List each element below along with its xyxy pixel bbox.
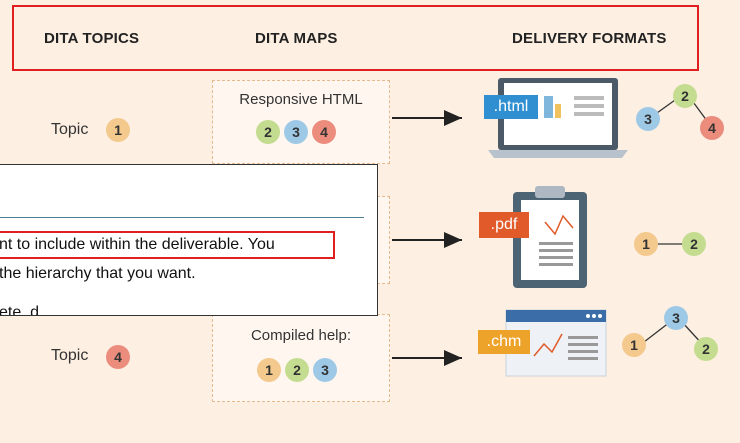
popup-divider — [0, 217, 364, 218]
topic-label: Topic — [51, 121, 89, 138]
tree-node: 4 — [700, 116, 724, 140]
popup-text-line: ete. d — [0, 304, 40, 316]
map-number-badge: 4 — [312, 120, 336, 144]
arrows — [392, 110, 462, 366]
map-compiled-help: Compiled help: 1 2 3 — [212, 314, 390, 402]
header-highlight-box — [12, 5, 699, 71]
html-badge: .html — [484, 95, 538, 119]
popup-text-line: nt to include within the deliverable. Yo… — [0, 236, 275, 253]
header-delivery-formats: DELIVERY FORMATS — [512, 30, 667, 47]
tree-node: 1 — [622, 333, 646, 357]
map-number-badge: 3 — [313, 358, 337, 382]
popup-text-line: the hierarchy that you want. — [0, 265, 196, 282]
tree-node: 1 — [634, 232, 658, 256]
header-dita-maps: DITA MAPS — [255, 30, 338, 47]
chm-badge: .chm — [478, 330, 530, 354]
map-responsive-html: Responsive HTML 2 3 4 — [212, 80, 390, 164]
map-number-badge: 1 — [257, 358, 281, 382]
clipboard-icon — [513, 186, 587, 288]
tree-node: 2 — [694, 337, 718, 361]
map-title: Compiled help: — [250, 327, 352, 344]
map-number-badge: 2 — [285, 358, 309, 382]
popup-overlay: nt to include within the deliverable. Yo… — [0, 164, 378, 316]
laptop-icon — [488, 78, 628, 158]
tree-node: 3 — [664, 306, 688, 330]
tree-connector-lines — [656, 243, 686, 245]
topic-label: Topic — [51, 347, 89, 364]
map-number-badge: 2 — [256, 120, 280, 144]
map-number-badge: 3 — [284, 120, 308, 144]
tree-node: 3 — [636, 107, 660, 131]
tree-node: 2 — [673, 84, 697, 108]
popup-highlight-box — [0, 231, 335, 259]
tree-node: 2 — [682, 232, 706, 256]
pdf-badge: .pdf — [479, 212, 529, 238]
map-title: Responsive HTML — [239, 91, 363, 108]
window-icon — [505, 309, 607, 377]
header-dita-topics: DITA TOPICS — [44, 30, 140, 47]
topic-number-badge: 1 — [106, 118, 130, 142]
topic-number-badge: 4 — [106, 345, 130, 369]
